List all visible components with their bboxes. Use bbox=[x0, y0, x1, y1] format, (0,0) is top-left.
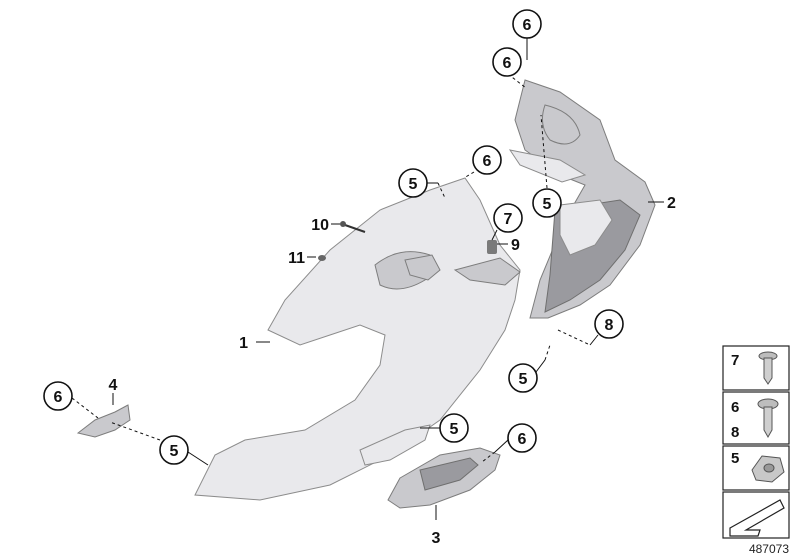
legend-label-6: 6 bbox=[731, 399, 739, 416]
callout-6-top[interactable]: 6 bbox=[512, 9, 542, 39]
legend-label-7: 7 bbox=[731, 352, 739, 369]
leader-lines bbox=[71, 38, 664, 520]
callout-6-lower-right[interactable]: 6 bbox=[507, 423, 537, 453]
direction-arrow-icon bbox=[729, 499, 785, 537]
svg-text:5: 5 bbox=[543, 196, 552, 213]
label-4[interactable]: 4 bbox=[109, 377, 118, 394]
svg-text:5: 5 bbox=[409, 176, 418, 193]
svg-text:6: 6 bbox=[54, 389, 63, 406]
part-4-bracket bbox=[76, 404, 131, 438]
callout-5-lower-right[interactable]: 5 bbox=[508, 363, 538, 393]
svg-text:5: 5 bbox=[170, 443, 179, 460]
label-11[interactable]: 11 bbox=[288, 250, 305, 267]
fastener-legend: 7 6 8 5 bbox=[722, 345, 790, 539]
callout-5-left[interactable]: 5 bbox=[159, 435, 189, 465]
callout-6-upper-right[interactable]: 6 bbox=[492, 47, 522, 77]
svg-text:6: 6 bbox=[503, 55, 512, 72]
legend-label-8: 8 bbox=[731, 424, 739, 441]
legend-cell-screw-7 bbox=[722, 345, 790, 391]
svg-text:8: 8 bbox=[605, 317, 614, 334]
clip-nut-5-icon bbox=[751, 455, 785, 483]
callout-5-center[interactable]: 5 bbox=[398, 168, 428, 198]
svg-text:5: 5 bbox=[519, 371, 528, 388]
fastener-11 bbox=[318, 255, 326, 261]
label-9[interactable]: 9 bbox=[511, 237, 520, 254]
svg-text:6: 6 bbox=[523, 17, 532, 34]
part-2-side-panel bbox=[508, 79, 656, 319]
svg-text:6: 6 bbox=[483, 153, 492, 170]
fastener-7 bbox=[487, 240, 497, 254]
label-2[interactable]: 2 bbox=[667, 195, 676, 212]
label-3[interactable]: 3 bbox=[432, 530, 441, 547]
reference-number: 487073 bbox=[749, 542, 789, 556]
label-1[interactable]: 1 bbox=[239, 335, 248, 352]
legend-cell-screw-6-8 bbox=[722, 391, 790, 445]
screw-7-icon bbox=[758, 351, 778, 385]
legend-label-5: 5 bbox=[731, 450, 739, 467]
callout-8[interactable]: 8 bbox=[594, 309, 624, 339]
callout-6-center[interactable]: 6 bbox=[472, 145, 502, 175]
part-3-lower-trim bbox=[359, 424, 501, 509]
callout-6-left[interactable]: 6 bbox=[43, 381, 73, 411]
label-10[interactable]: 10 bbox=[311, 217, 329, 234]
callout-7[interactable]: 7 bbox=[493, 203, 523, 233]
callout-5-lower-center[interactable]: 5 bbox=[439, 413, 469, 443]
callout-5-right[interactable]: 5 bbox=[532, 188, 562, 218]
screw-6-8-icon bbox=[757, 398, 779, 439]
svg-text:6: 6 bbox=[518, 431, 527, 448]
fastener-10 bbox=[340, 221, 366, 233]
svg-text:7: 7 bbox=[504, 211, 513, 228]
svg-text:5: 5 bbox=[450, 421, 459, 438]
